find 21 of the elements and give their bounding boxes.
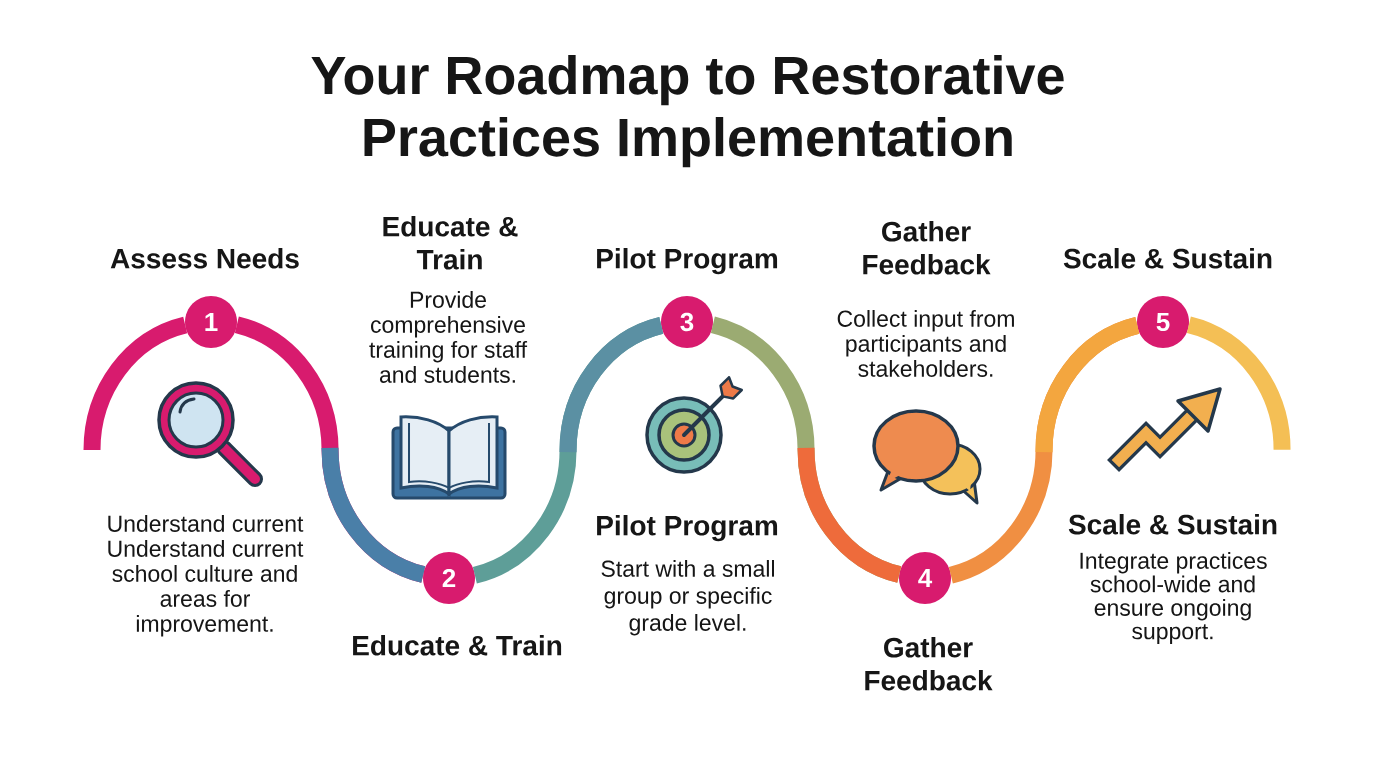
step-heading: Gather Feedback [865, 637, 993, 691]
step-description: Collect input from participants and stakeholders. [837, 310, 1014, 377]
curved-connector [234, 316, 426, 583]
step-description: Understand current Understand current school culture and areas for improvement. [108, 515, 304, 637]
step-description: Provide comprehensive training for staff and students. [369, 291, 528, 383]
step-heading: Assess Needs [110, 248, 299, 269]
step-heading: Pilot Program [597, 515, 778, 542]
curved-connector [948, 317, 1140, 584]
step-description: Integrate practices school-wide and ensure ongoing support. [1080, 552, 1267, 644]
curved-connector [710, 316, 902, 583]
curved-connector [1186, 316, 1291, 451]
step-heading: Scale & Sustain [1068, 514, 1277, 535]
step-heading: Educate & Train [353, 635, 562, 656]
curved-connector [472, 317, 664, 584]
title: Your Roadmap to Restorative Practices Implementation [311, 55, 1064, 168]
step-heading: Educate & Train [383, 216, 518, 270]
step-description: Start with a small group or specific grade level. [601, 560, 774, 636]
curved-connector [83, 316, 188, 451]
step-heading: Pilot Program [597, 248, 778, 275]
step-heading: Gather Feedback [863, 221, 991, 275]
step-heading: Scale & Sustain [1063, 248, 1272, 269]
